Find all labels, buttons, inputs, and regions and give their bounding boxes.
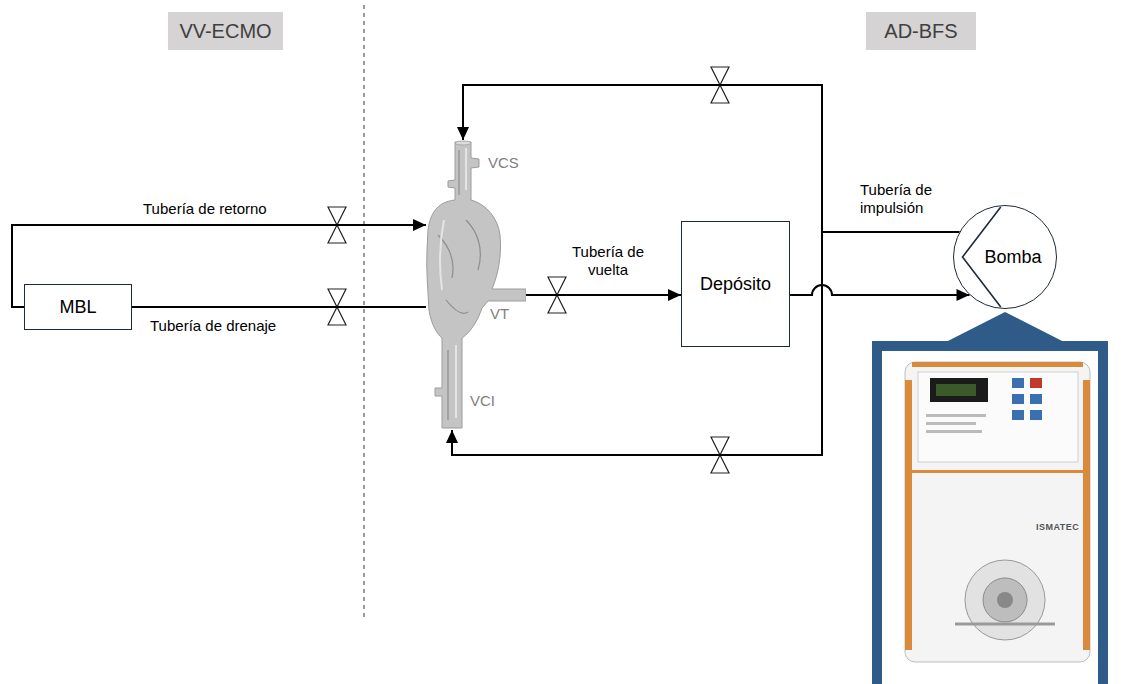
pipe-line: [526, 294, 681, 296]
pump-trim: [905, 380, 912, 650]
panel-print: [926, 414, 986, 417]
divider-line: [364, 5, 365, 620]
pipe-line: [132, 306, 426, 308]
pump-button: [1030, 394, 1042, 404]
brand-label: ISMATEC: [1036, 522, 1079, 532]
pipe-label: Tubería de vuelta: [568, 243, 648, 279]
valve-symbols: [328, 67, 729, 473]
pump-trim: [912, 362, 1083, 367]
pump-trim: [1083, 380, 1090, 650]
pump-rotor: [983, 578, 1027, 622]
pump-tube: [955, 623, 1055, 626]
tank-box: Depósito: [681, 221, 790, 347]
pump-button: [1030, 378, 1042, 388]
pump-rotor-housing: [965, 560, 1045, 640]
pipe-label: Tubería de retorno: [143, 200, 267, 218]
pipe-connector: [457, 85, 959, 232]
panel-print: [926, 422, 976, 425]
node-label: VCI: [470, 392, 495, 409]
pump-hub: [997, 592, 1013, 608]
pump-button: [1012, 410, 1024, 420]
pointer-arrow: [938, 312, 1072, 346]
pump-panel: [918, 372, 1078, 462]
panel-print: [926, 430, 982, 433]
node-label: Depósito: [700, 274, 771, 295]
pump-button: [1012, 394, 1024, 404]
vein-node: VCS VT VCI: [426, 140, 526, 430]
vein-shading: [438, 150, 480, 420]
section-band: AD-BFS: [866, 12, 976, 50]
pump-button: [1030, 410, 1042, 420]
pump-circle: Bomba: [953, 205, 1057, 309]
photo-frame: [877, 346, 1103, 684]
node-label: VV-ECMO: [179, 20, 271, 43]
pump-photo: [905, 362, 1090, 662]
node-label: Bomba: [984, 247, 1041, 268]
process-box: MBL: [24, 284, 132, 330]
node-label: MBL: [59, 297, 96, 318]
node-label: AD-BFS: [884, 20, 957, 43]
pipe-connector: [790, 285, 970, 301]
pipe-line: [790, 285, 970, 295]
vein-cap: [455, 141, 471, 145]
pump-button: [1012, 378, 1024, 388]
section-band: VV-ECMO: [168, 12, 283, 50]
vein-illustration: [426, 140, 526, 430]
node-label: VCS: [488, 154, 519, 171]
vein-highlight: [440, 148, 466, 418]
pipe-connector: [132, 307, 426, 308]
pump-body: [905, 362, 1090, 662]
display-segments: [936, 384, 976, 396]
pump-display: [930, 378, 988, 402]
arrow-head: [668, 289, 681, 301]
pipe-label: Tubería de impulsión: [860, 181, 952, 217]
pump-trim: [912, 470, 1083, 473]
arrow-head: [446, 430, 458, 443]
arrow-head: [457, 127, 469, 140]
pipe-line: [463, 85, 959, 232]
vein-shape: [427, 142, 526, 428]
node-label: VT: [490, 305, 509, 322]
pipe-connector: [526, 289, 681, 301]
arrow-head: [413, 219, 426, 231]
pipe-label: Tubería de drenaje: [150, 317, 276, 335]
